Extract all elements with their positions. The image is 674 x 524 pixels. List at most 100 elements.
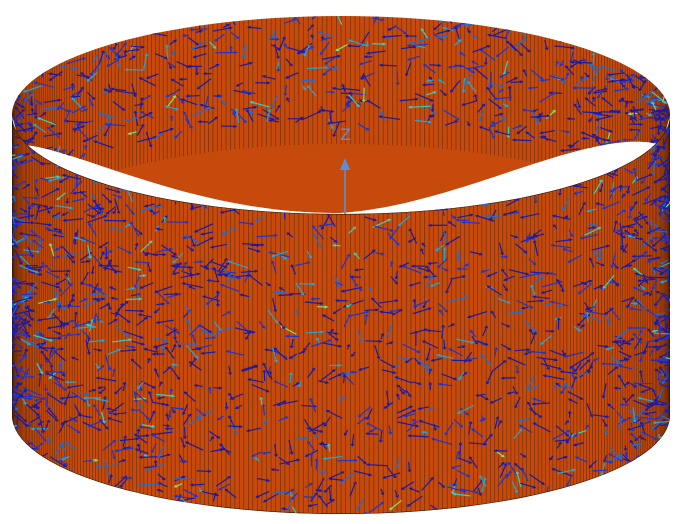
velocity-vector-head bbox=[663, 101, 667, 104]
velocity-vector-head bbox=[394, 299, 399, 303]
velocity-vector-head bbox=[657, 395, 662, 399]
velocity-vector bbox=[68, 416, 77, 422]
velocity-vector bbox=[125, 344, 135, 348]
velocity-vector-head bbox=[581, 136, 586, 140]
velocity-vector-head bbox=[37, 268, 42, 272]
velocity-vector-head bbox=[144, 53, 149, 57]
velocity-vector bbox=[501, 268, 509, 278]
velocity-vector-head bbox=[122, 459, 127, 463]
velocity-vector-head bbox=[634, 216, 639, 220]
velocity-vector bbox=[240, 270, 258, 273]
velocity-vector-head bbox=[177, 88, 181, 92]
velocity-vector-head bbox=[254, 457, 258, 460]
velocity-vector-head bbox=[183, 261, 188, 265]
velocity-vector bbox=[669, 204, 670, 215]
velocity-vector-head bbox=[148, 144, 153, 148]
velocity-vector-head bbox=[489, 124, 494, 128]
velocity-vector bbox=[134, 392, 149, 404]
velocity-vector-head bbox=[97, 263, 102, 268]
velocity-vector-head bbox=[304, 436, 309, 440]
velocity-vector bbox=[12, 220, 21, 226]
velocity-vector bbox=[366, 432, 379, 435]
velocity-vector-head bbox=[135, 283, 140, 287]
velocity-vector bbox=[368, 501, 384, 514]
velocity-vector bbox=[130, 45, 144, 48]
velocity-vector bbox=[134, 433, 148, 444]
velocity-vector-head bbox=[322, 470, 327, 474]
velocity-vector-head bbox=[598, 111, 603, 115]
velocity-vector-head bbox=[109, 87, 115, 91]
velocity-vector bbox=[45, 372, 65, 382]
velocity-vector bbox=[433, 424, 436, 431]
velocity-vector bbox=[479, 126, 491, 132]
velocity-vector-head bbox=[521, 40, 525, 44]
velocity-vector-head bbox=[602, 286, 607, 290]
velocity-vector bbox=[14, 305, 20, 314]
velocity-vector bbox=[669, 381, 670, 397]
velocity-vector bbox=[568, 229, 573, 237]
velocity-vector bbox=[642, 240, 657, 252]
velocity-vector bbox=[274, 380, 288, 388]
velocity-vector bbox=[74, 236, 86, 242]
velocity-vector bbox=[412, 307, 431, 315]
velocity-vector-head bbox=[24, 234, 28, 238]
velocity-vector-head bbox=[521, 108, 526, 112]
velocity-vector bbox=[664, 348, 670, 352]
velocity-vector bbox=[98, 50, 105, 65]
velocity-vector bbox=[326, 212, 336, 228]
velocity-vector-head bbox=[282, 400, 287, 404]
velocity-vector bbox=[541, 289, 553, 294]
velocity-vector bbox=[158, 128, 174, 134]
velocity-vector bbox=[320, 41, 330, 55]
velocity-vector-head bbox=[437, 382, 442, 386]
velocity-vector-head bbox=[632, 259, 636, 263]
velocity-vector-head bbox=[260, 243, 265, 247]
velocity-vector bbox=[36, 362, 44, 374]
velocity-vector-head bbox=[200, 232, 205, 236]
velocity-vector-head bbox=[161, 344, 165, 348]
velocity-vector-head bbox=[659, 272, 664, 276]
velocity-vector-head bbox=[630, 338, 635, 341]
velocity-vector-head bbox=[643, 350, 648, 354]
velocity-vector-head bbox=[216, 303, 220, 307]
velocity-vector-head bbox=[662, 267, 666, 271]
velocity-vector bbox=[63, 109, 71, 124]
velocity-vector-head bbox=[408, 283, 413, 287]
velocity-vector bbox=[669, 295, 670, 300]
velocity-vector bbox=[655, 290, 670, 298]
velocity-vector bbox=[664, 105, 670, 112]
velocity-vector-head bbox=[5, 344, 8, 346]
velocity-vector-head bbox=[606, 73, 611, 77]
velocity-vector-head bbox=[468, 359, 473, 363]
velocity-vector-head bbox=[106, 63, 111, 67]
velocity-vector bbox=[442, 228, 447, 241]
velocity-vector bbox=[201, 330, 219, 338]
velocity-vector-head bbox=[634, 272, 639, 276]
velocity-vector bbox=[151, 443, 157, 453]
velocity-vector-head bbox=[587, 370, 591, 374]
velocity-vector-head bbox=[646, 259, 651, 263]
velocity-vector-head bbox=[330, 90, 335, 94]
velocity-vector bbox=[506, 470, 512, 479]
velocity-vector-head bbox=[173, 39, 178, 43]
velocity-vector-head bbox=[139, 286, 144, 289]
velocity-vector-head bbox=[456, 411, 461, 414]
velocity-vector-head bbox=[22, 353, 27, 358]
velocity-vector bbox=[528, 407, 542, 418]
velocity-vector-head bbox=[662, 187, 666, 191]
velocity-vector-head bbox=[217, 487, 222, 491]
velocity-vector bbox=[652, 235, 665, 247]
velocity-vector bbox=[16, 389, 27, 400]
velocity-vector-head bbox=[563, 455, 568, 459]
velocity-vector bbox=[632, 332, 643, 344]
velocity-vector-head bbox=[655, 347, 660, 351]
velocity-vector bbox=[125, 287, 135, 291]
velocity-vector-head bbox=[82, 139, 87, 143]
velocity-vector bbox=[111, 338, 132, 343]
velocity-vector-head bbox=[21, 105, 26, 108]
velocity-vector-head bbox=[662, 411, 667, 415]
velocity-vector-head bbox=[80, 72, 84, 75]
velocity-vector-head bbox=[139, 111, 144, 114]
